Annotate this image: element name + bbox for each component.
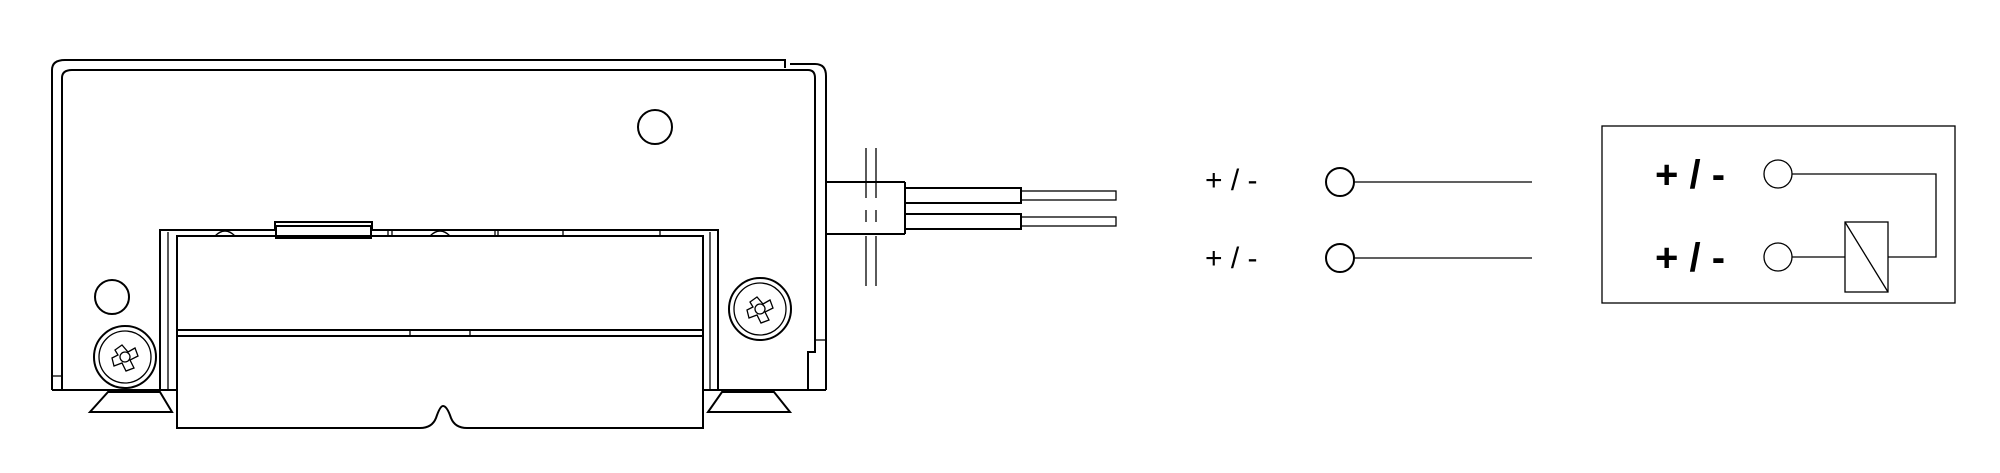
relay-schematic: + / - + / - <box>1601 125 1956 304</box>
device-housing <box>51 59 827 391</box>
wire-insulation <box>904 187 1022 204</box>
terminal-label: + / - <box>1655 153 1725 197</box>
terminal-pair: + / - + / - <box>1205 164 1532 275</box>
terminal-icon <box>1325 167 1355 197</box>
relay-coil-icon <box>1844 221 1889 293</box>
wire-insulation <box>904 213 1022 230</box>
top-tab <box>275 225 372 239</box>
wire-core <box>1020 216 1117 227</box>
front-block-lower <box>176 336 704 429</box>
terminal-label: + / - <box>1205 164 1258 197</box>
terminal-label: + / - <box>1655 236 1725 280</box>
cable <box>826 148 1117 286</box>
mounting-hole <box>637 109 673 145</box>
foot-left <box>87 391 174 413</box>
screw-left <box>93 325 157 389</box>
wire-core <box>1020 190 1117 201</box>
terminal-label: + / - <box>1205 242 1258 275</box>
front-block-upper <box>176 235 704 331</box>
inner-module <box>159 221 719 429</box>
screw-right <box>728 277 792 341</box>
foot-right <box>706 391 793 413</box>
terminal-icon <box>1763 159 1793 189</box>
mounting-hole <box>94 279 130 315</box>
terminal-icon <box>1325 243 1355 273</box>
terminal-icon <box>1763 242 1793 272</box>
